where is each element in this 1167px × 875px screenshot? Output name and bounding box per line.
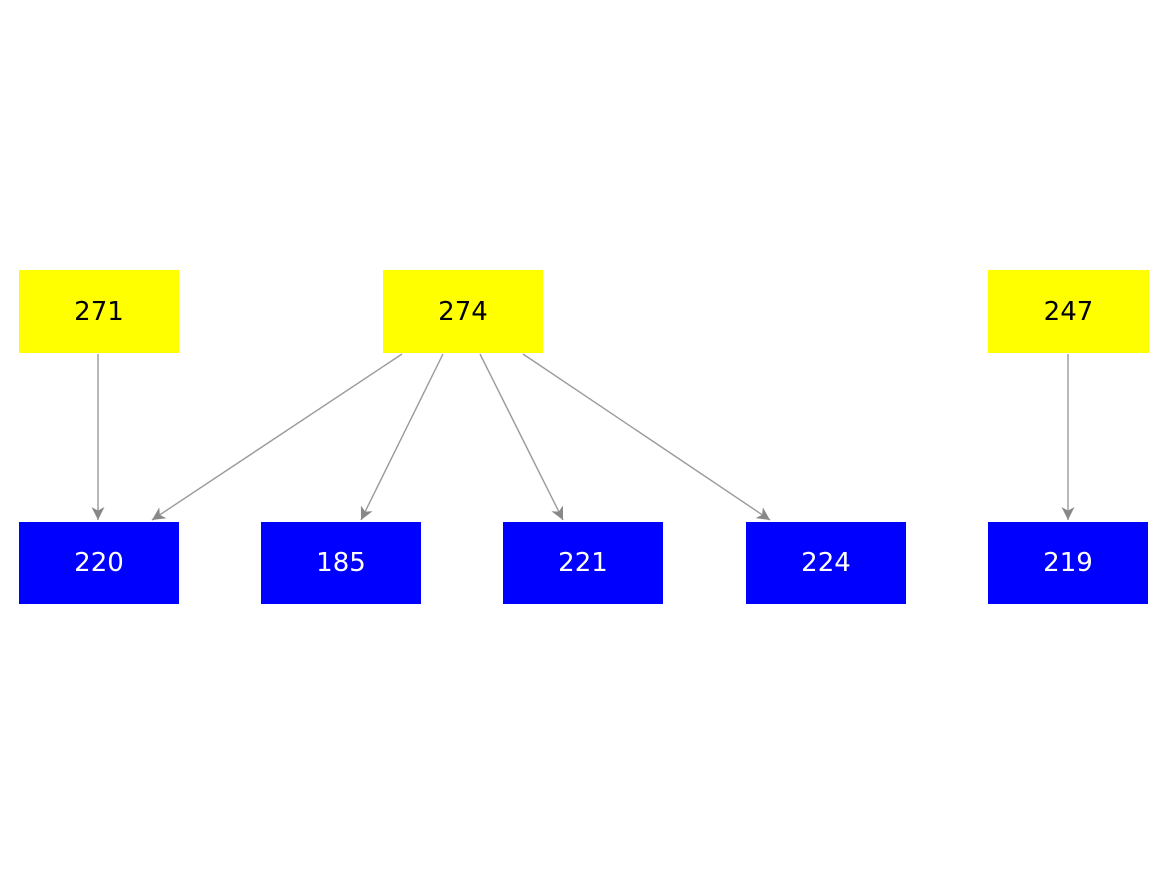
- graph-node-224: 224: [746, 522, 906, 604]
- graph-node-221: 221: [503, 522, 663, 604]
- graph-node-219: 219: [988, 522, 1148, 604]
- graph-node-271: 271: [19, 270, 179, 353]
- edge-274-220: [151, 353, 403, 521]
- edge-274-221: [479, 353, 564, 521]
- graph-node-label: 274: [438, 296, 488, 327]
- graph-node-220: 220: [19, 522, 179, 604]
- graph-node-label: 271: [74, 296, 124, 327]
- edge-274-224: [522, 353, 771, 521]
- graph-node-label: 220: [74, 548, 124, 578]
- graph-node-185: 185: [261, 522, 421, 604]
- graph-node-274: 274: [383, 270, 543, 353]
- graph-node-label: 185: [316, 548, 366, 578]
- graph-node-label: 247: [1043, 296, 1094, 327]
- graph-node-247: 247: [988, 270, 1149, 353]
- graph-node-label: 219: [1043, 548, 1093, 578]
- edge-274-185: [360, 353, 444, 521]
- graph-node-label: 221: [558, 548, 608, 578]
- graph-node-label: 224: [801, 548, 851, 578]
- edges-group: [91, 353, 1075, 521]
